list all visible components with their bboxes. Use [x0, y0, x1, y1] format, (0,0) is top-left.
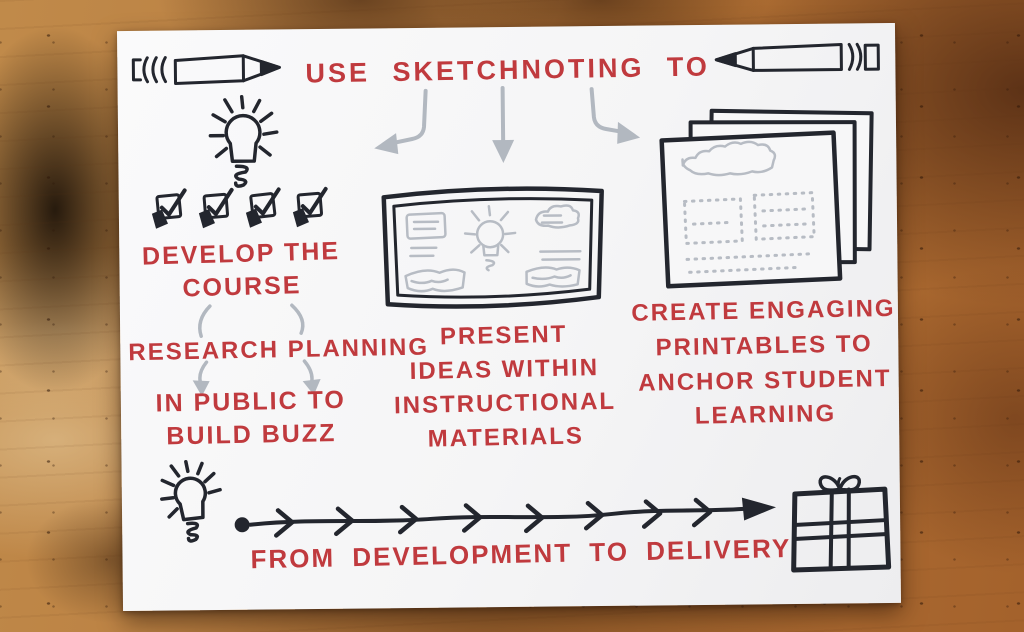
develop-detail-line1: IN PUBLIC TO [155, 385, 347, 418]
branch-arrows-icon [374, 86, 641, 164]
curve-connector-upper-icon [198, 303, 305, 338]
curve-connector-lower-icon [192, 359, 321, 397]
present-line2: IDEAS WITHIN [409, 354, 600, 386]
flow-arrow-icon [234, 497, 777, 538]
develop-heading-line1: DEVELOP THE [141, 237, 341, 271]
develop-heading-line2: COURSE [182, 271, 302, 303]
pencil-right-icon [714, 42, 880, 72]
develop-detail: IN PUBLIC TO BUILD BUZZ [136, 384, 365, 454]
develop-detail-line2: BUILD BUZZ [166, 419, 337, 451]
whiteboard-icon [381, 186, 604, 309]
lightbulb-icon [160, 460, 222, 543]
printables-line4: LEARNING [694, 400, 837, 431]
gift-icon [791, 474, 892, 573]
present-line1: PRESENT [439, 320, 568, 351]
checklist-icon [151, 186, 328, 229]
printables-stack-icon [659, 108, 874, 289]
printables-line2: PRINTABLES TO [655, 330, 873, 362]
present-line4: MATERIALS [427, 422, 585, 453]
printables-line1: CREATE ENGAGING [631, 294, 896, 327]
printables-line3: ANCHOR STUDENT [637, 364, 892, 397]
develop-heading: DEVELOP THE COURSE [127, 235, 357, 307]
sketchnote-paper: USE SKETCHNOTING TO [116, 22, 902, 612]
present-line3: INSTRUCTIONAL [393, 387, 617, 420]
lightbulb-icon [208, 95, 279, 188]
printables-caption: CREATE ENGAGING PRINTABLES TO ANCHOR STU… [619, 292, 910, 437]
pencil-left-icon [131, 54, 281, 85]
present-caption: PRESENT IDEAS WITHIN INSTRUCTIONAL MATER… [389, 317, 620, 458]
